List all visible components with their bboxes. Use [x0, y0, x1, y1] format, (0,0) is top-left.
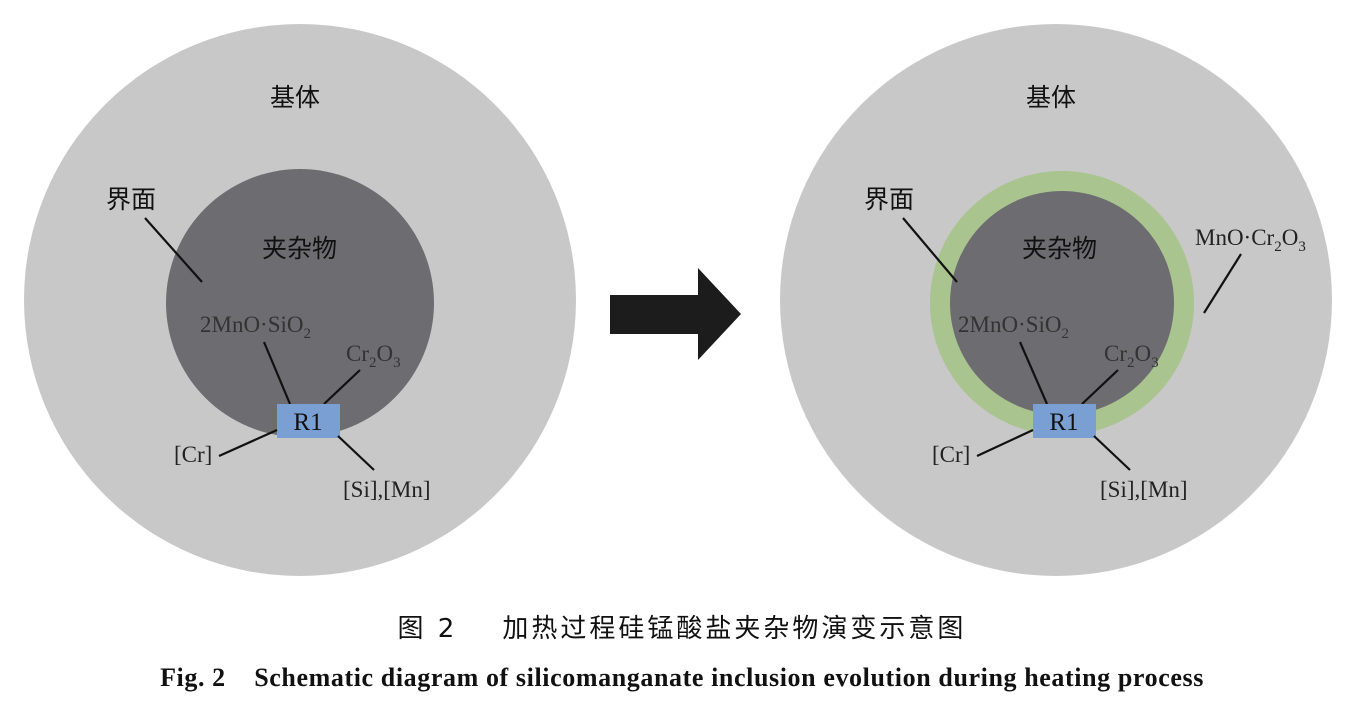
silicate-leader: [262, 341, 292, 405]
silicate-leader: [1018, 341, 1049, 405]
reaction-box: [277, 404, 340, 438]
interface-leader: [902, 217, 958, 283]
reaction-label: R1: [1049, 409, 1078, 436]
inclusion-label: 夹杂物: [1022, 234, 1097, 263]
chromia-leader: [1081, 369, 1119, 405]
panel-after-heating: 基体 界面 夹杂物 MnO·Cr2O3 2MnO·SiO2 Cr2O3 R1 […: [780, 24, 1332, 576]
caption-en-label: Fig. 2: [160, 663, 226, 692]
interface-label: 界面: [106, 185, 156, 214]
interface-leader: [144, 217, 203, 283]
evolution-arrow: [610, 268, 741, 360]
caption-english: Fig. 2 Schematic diagram of silicomangan…: [0, 663, 1364, 693]
shell-leader: [1203, 253, 1242, 314]
silicate-phase-label: 2MnO·SiO2: [200, 312, 311, 342]
si-mn-solute-label: [Si],[Mn]: [343, 477, 431, 502]
silicate-phase-label: 2MnO·SiO2: [958, 312, 1069, 342]
inclusion-circle: [950, 191, 1174, 415]
cr-solute-label: [Cr]: [174, 442, 212, 467]
chromia-label: Cr2O3: [346, 341, 401, 371]
interface-label: 界面: [864, 185, 914, 214]
si-mn-leader: [337, 435, 375, 471]
shell-phase-label: MnO·Cr2O3: [1195, 225, 1306, 255]
panel-before-heating: 基体 界面 夹杂物 2MnO·SiO2 Cr2O3 R1 [Cr] [Si],[…: [24, 24, 576, 576]
caption-cn-label: 图 2: [397, 614, 458, 644]
caption-en-text: Schematic diagram of silicomanganate inc…: [254, 663, 1204, 692]
reaction-label: R1: [293, 409, 322, 436]
si-mn-solute-label: [Si],[Mn]: [1100, 477, 1188, 502]
matrix-label: 基体: [270, 83, 320, 112]
cr-leader: [218, 428, 278, 458]
inclusion-label: 夹杂物: [262, 234, 337, 263]
cr-solute-label: [Cr]: [932, 442, 970, 467]
cr-leader: [976, 429, 1034, 457]
inclusion-circle: [166, 169, 434, 437]
caption-chinese: 图 2 加热过程硅锰酸盐夹杂物演变示意图: [0, 608, 1364, 645]
matrix-label: 基体: [1026, 83, 1076, 112]
chromia-leader: [323, 369, 361, 405]
si-mn-leader: [1093, 435, 1131, 471]
chromia-label: Cr2O3: [1104, 341, 1159, 371]
reaction-box: [1033, 404, 1096, 438]
caption-cn-text: 加热过程硅锰酸盐夹杂物演变示意图: [502, 614, 967, 644]
